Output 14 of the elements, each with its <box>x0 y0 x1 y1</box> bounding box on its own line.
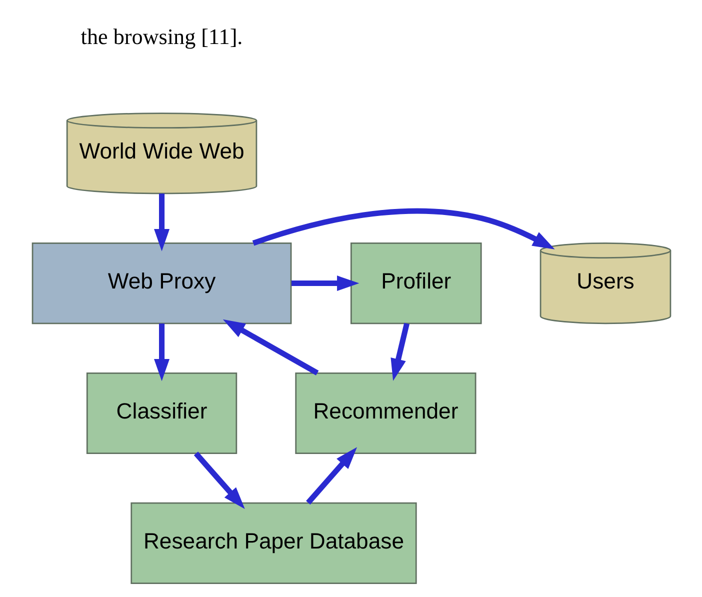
arrow <box>193 452 244 510</box>
node-box: Classifier <box>86 372 237 454</box>
arrow <box>154 324 170 382</box>
arrow <box>222 319 318 376</box>
node-box: Profiler <box>350 242 482 324</box>
arrow <box>154 194 170 252</box>
node-box: Research Paper Database <box>130 502 416 584</box>
node-box: Web Proxy <box>31 242 292 324</box>
arrow <box>252 208 554 250</box>
arrow <box>390 322 410 381</box>
node-box: Recommender <box>294 372 476 454</box>
arrow <box>290 276 359 292</box>
arrow <box>306 447 357 505</box>
label: the browsing [11]. <box>80 24 242 49</box>
